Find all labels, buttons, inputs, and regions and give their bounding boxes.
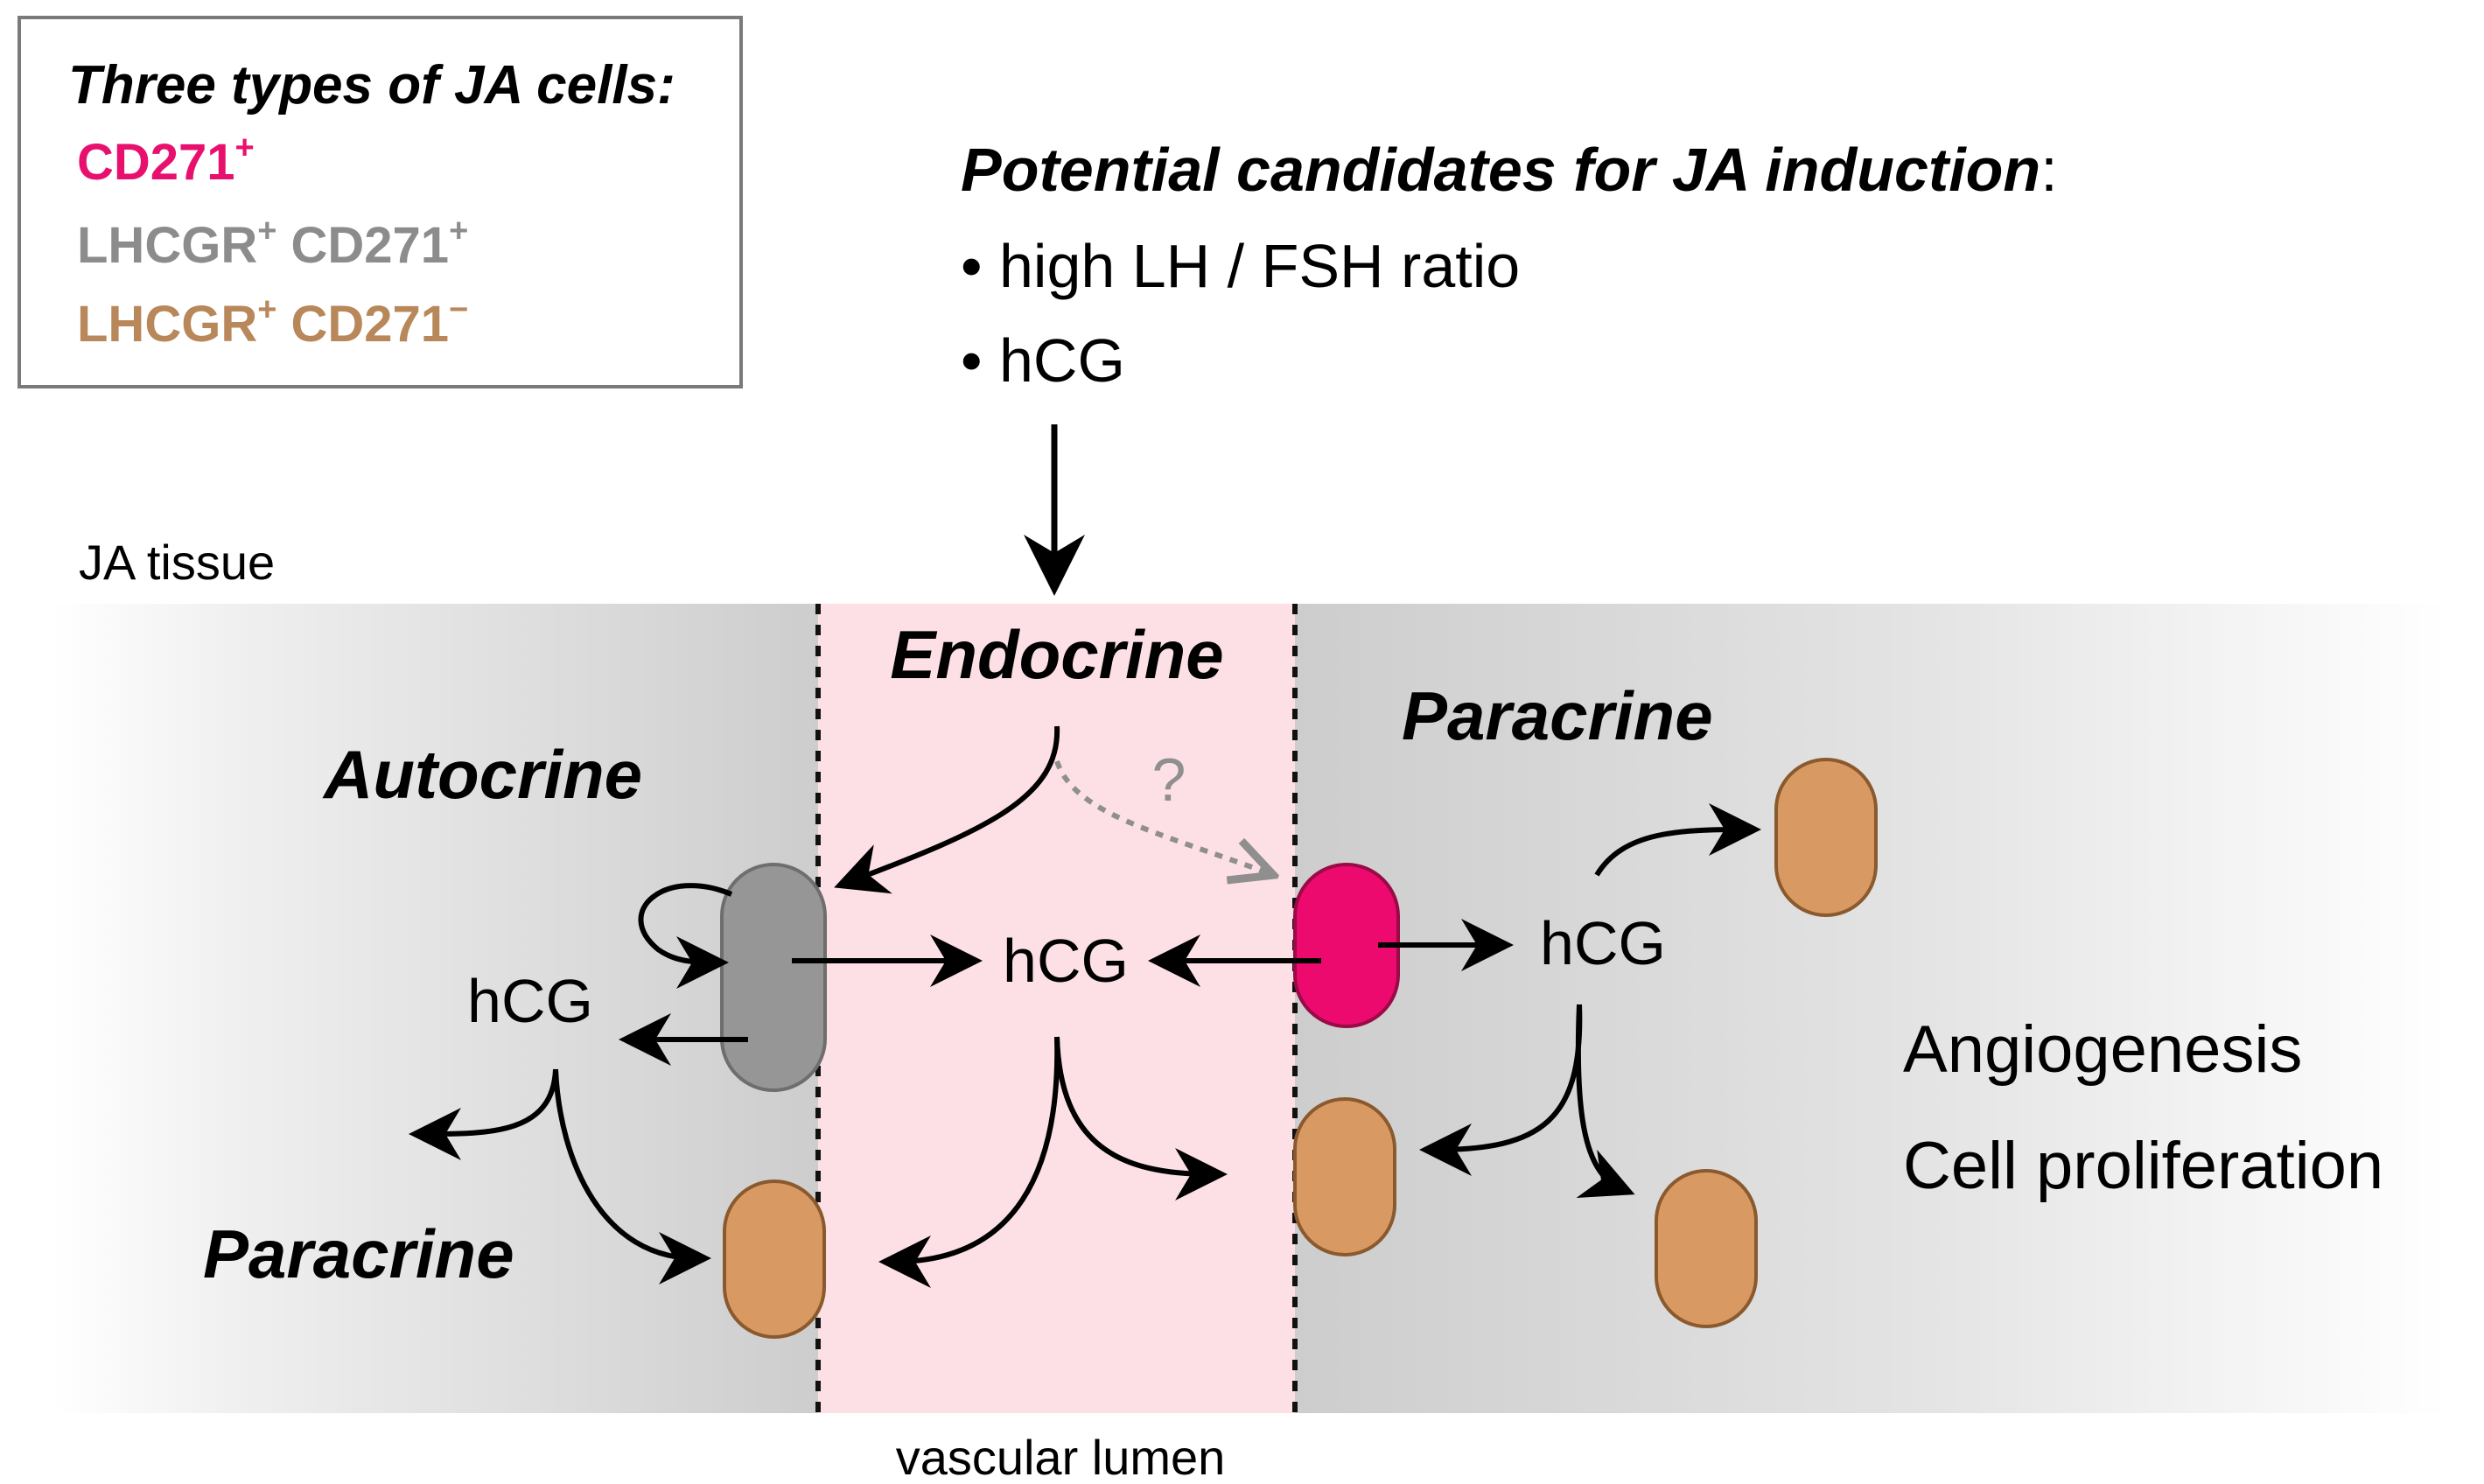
- lhcgr-cd271-positive-cell: [720, 863, 827, 1092]
- candidates-title: Potential candidates for JA induction:: [961, 136, 2058, 204]
- paracrine-right-label: Paracrine: [1402, 677, 1713, 754]
- endocrine-arrow-to-gray-cell: [834, 725, 1060, 894]
- ja-tissue-label: JA tissue: [79, 535, 275, 590]
- lhcgr-cell-right-lower: [1655, 1169, 1758, 1328]
- autocrine-label: Autocrine: [322, 736, 642, 813]
- candidate-bullet-hcg: • hCG: [961, 326, 1125, 395]
- cell-proliferation-label: Cell proliferation: [1903, 1129, 2383, 1203]
- hcg-center-arrow-right: [1054, 1036, 1228, 1200]
- vascular-lumen-region: [818, 604, 1295, 1413]
- endocrine-arrow-to-pink-cell-uncertain: [1054, 760, 1269, 873]
- vascular-lumen-label: vascular lumen: [896, 1430, 1226, 1484]
- hcg-left-paracrine-arrow-cell: [553, 1068, 711, 1284]
- hcg-right-arrow-to-upper-cell: [1594, 803, 1761, 877]
- legend-item-lhcgr-cd271-neg: LHCGR+ CD271−: [77, 291, 468, 353]
- hcg-right-arrow-to-lower-cell: [1575, 1004, 1635, 1198]
- lhcgr-cell-right-upper: [1774, 758, 1878, 917]
- lhcgr-cell-right-middle: [1293, 1097, 1396, 1256]
- paracrine-left-label: Paracrine: [203, 1215, 514, 1292]
- legend-item-lhcgr-cd271-pos: LHCGR+ CD271+: [77, 213, 468, 274]
- hcg-left-paracrine-arrow-left: [409, 1068, 558, 1160]
- legend-box: [17, 16, 743, 388]
- hcg-right-label: hCG: [1540, 909, 1666, 977]
- hcg-left-label: hCG: [467, 967, 593, 1035]
- uncertain-question-mark: ?: [1152, 746, 1186, 814]
- ja-tissue-right-region: [1295, 604, 2450, 1413]
- angiogenesis-label: Angiogenesis: [1903, 1012, 2302, 1087]
- legend-item-cd271: CD271+: [77, 130, 255, 191]
- legend-title: Three types of JA cells:: [68, 55, 675, 116]
- hcg-center-label: hCG: [1003, 927, 1129, 995]
- lhcgr-cell-left-lower: [723, 1180, 826, 1339]
- endocrine-label: Endocrine: [890, 616, 1223, 693]
- hcg-center-arrow-left: [878, 1036, 1060, 1288]
- candidate-bullet-lh-fsh: • high LH / FSH ratio: [961, 232, 1520, 300]
- autocrine-loop-arrow: [638, 883, 733, 989]
